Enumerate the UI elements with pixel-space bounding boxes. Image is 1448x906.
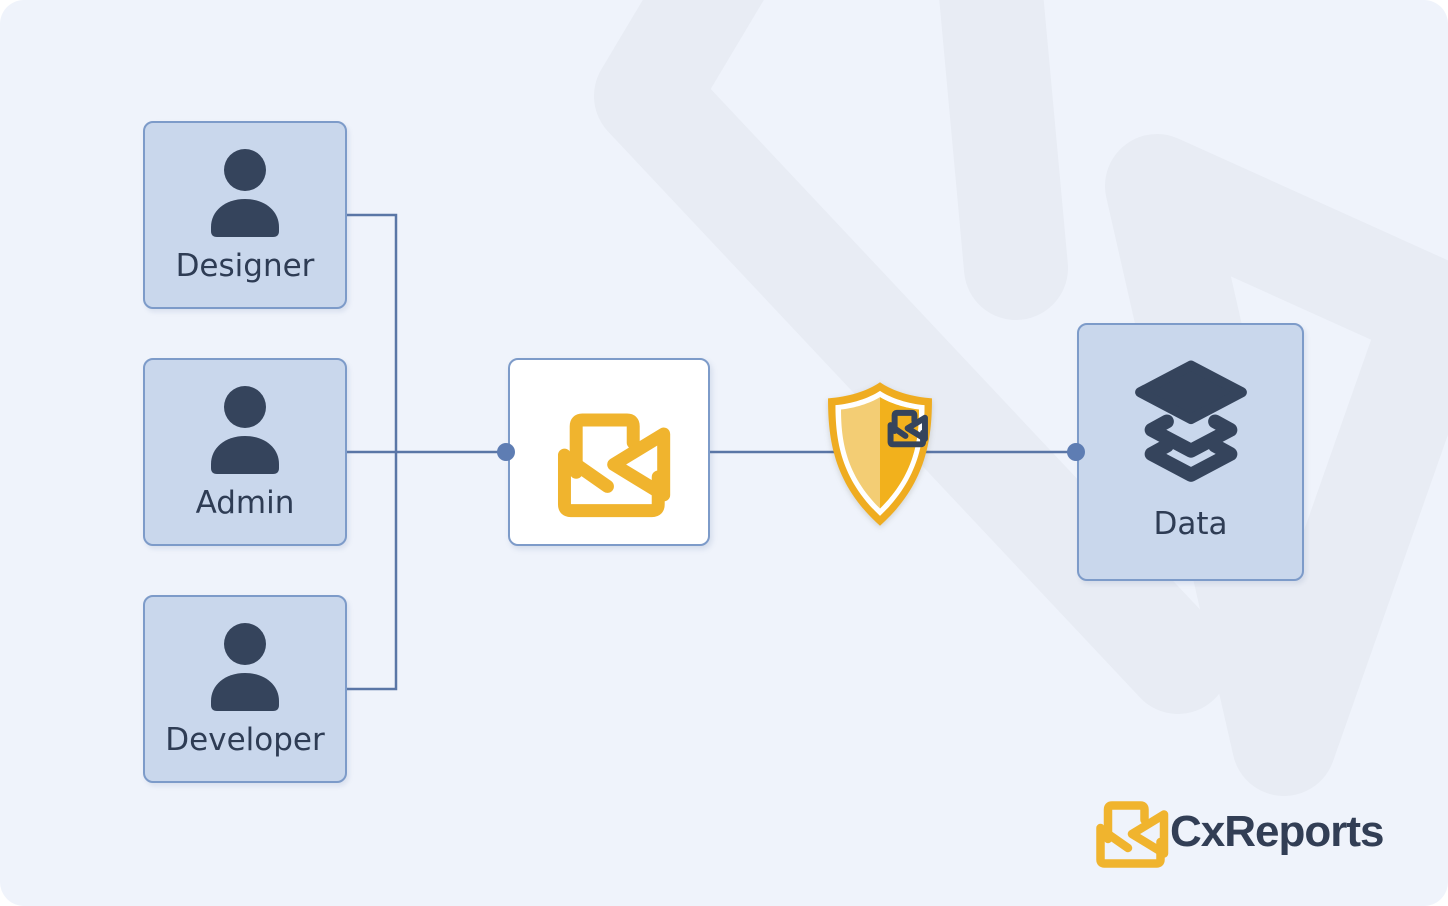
node-developer-label: Developer: [165, 721, 325, 758]
brand-name: CxReports: [1170, 807, 1384, 856]
node-data-label: Data: [1153, 506, 1228, 542]
cxreports-envelope-icon: [534, 377, 684, 527]
node-designer: Designer: [143, 121, 347, 309]
person-icon: [211, 148, 279, 237]
node-designer-label: Designer: [175, 247, 315, 284]
node-data: Data: [1077, 323, 1304, 581]
node-developer: Developer: [143, 595, 347, 783]
cxreports-logo-icon: [1081, 778, 1177, 874]
node-security-gateway: [818, 381, 942, 527]
node-admin: Admin: [143, 358, 347, 546]
layers-stack-icon: [1134, 360, 1247, 482]
person-icon: [211, 622, 279, 711]
node-admin-label: Admin: [195, 484, 295, 521]
node-cxreports-engine: [508, 358, 710, 546]
person-icon: [211, 385, 279, 474]
shield-icon: [828, 382, 932, 526]
cxreports-envelope-badge-icon: [880, 398, 932, 450]
